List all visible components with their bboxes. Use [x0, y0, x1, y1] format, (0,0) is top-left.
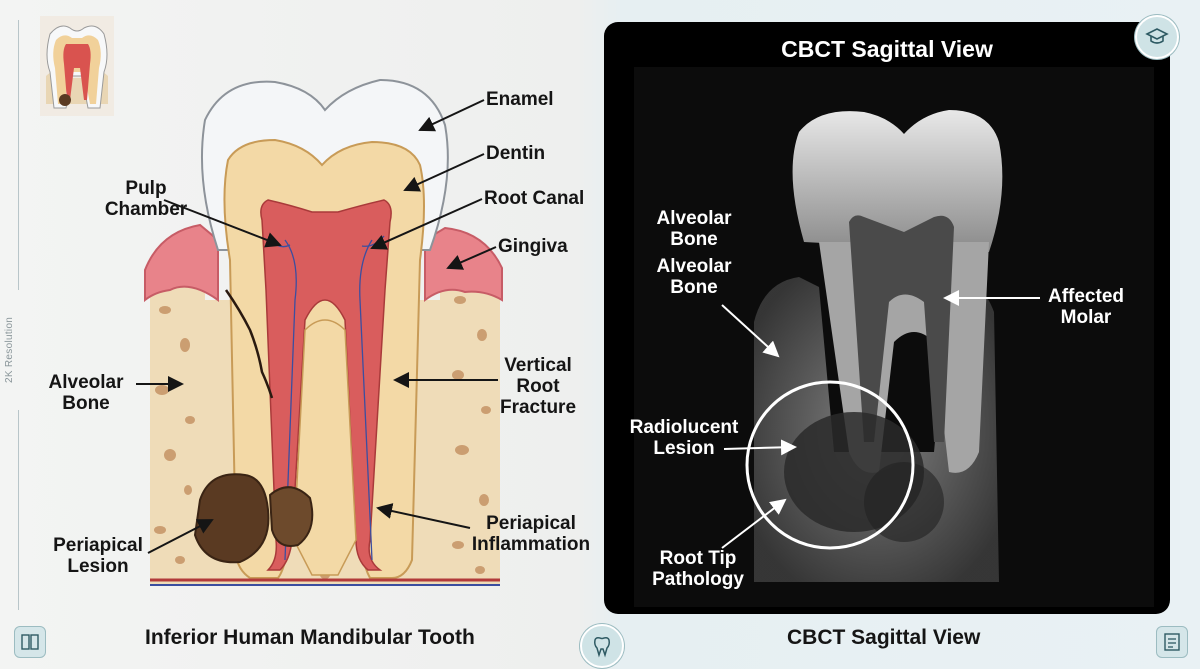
rail-line-bottom: [18, 410, 19, 610]
graduation-cap-icon: [1145, 28, 1169, 44]
notes-button[interactable]: [1156, 626, 1188, 658]
label-alveolar-bone-a: Alveolar Bone: [656, 208, 732, 250]
label-dentin: Dentin: [486, 143, 546, 164]
tooth-badge-icon: [594, 637, 610, 658]
label-affected-molar: Affected Molar: [1047, 286, 1124, 328]
label-radiolucent-lesion: Radiolucent Lesion: [629, 417, 739, 459]
tooth-badge-button[interactable]: [580, 624, 624, 668]
resolution-label: 2K Resolution: [4, 316, 15, 384]
pulp-shape: [260, 199, 392, 571]
label-root-canal: Root Canal: [484, 188, 585, 209]
label-periapical-lesion: Periapical Lesion: [53, 535, 143, 577]
lesion-highlight-circle: [745, 380, 915, 550]
notes-icon: [1164, 633, 1180, 651]
tooth-thumbnail: [40, 16, 114, 116]
gingiva-right: [424, 226, 503, 302]
left-bone: [150, 244, 205, 585]
label-alveolar-bone: Alveolar Bone: [48, 372, 124, 414]
periapical-lesion-shape: [193, 473, 270, 564]
book-icon: [21, 634, 39, 650]
rail-line-top: [18, 20, 19, 290]
label-root-tip-pathology: Root Tip Pathology: [652, 548, 744, 590]
label-pulp-chamber: Pulp Chamber: [104, 178, 188, 220]
periapical-lesion-shape-2: [268, 486, 314, 547]
side-rail: 2K Resolution: [0, 0, 36, 669]
cbct-pulp: [849, 215, 954, 442]
label-alveolar-bone-b: Alveolar Bone: [656, 256, 732, 298]
label-vertical-root-fracture: Vertical Root Fracture: [499, 355, 577, 418]
book-button[interactable]: [14, 626, 46, 658]
fracture-line: [224, 289, 274, 399]
label-enamel: Enamel: [486, 89, 554, 110]
cbct-title: CBCT Sagittal View: [781, 36, 993, 62]
label-periapical-inflammation: Periapical Inflammation: [471, 513, 591, 555]
left-caption: Inferior Human Mandibular Tooth: [145, 626, 475, 649]
label-gingiva: Gingiva: [498, 236, 568, 257]
cbct-crown: [792, 110, 1003, 252]
tooth-illustration: [144, 78, 503, 586]
right-caption: CBCT Sagittal View: [787, 626, 981, 649]
graduation-cap-button[interactable]: [1135, 15, 1179, 59]
